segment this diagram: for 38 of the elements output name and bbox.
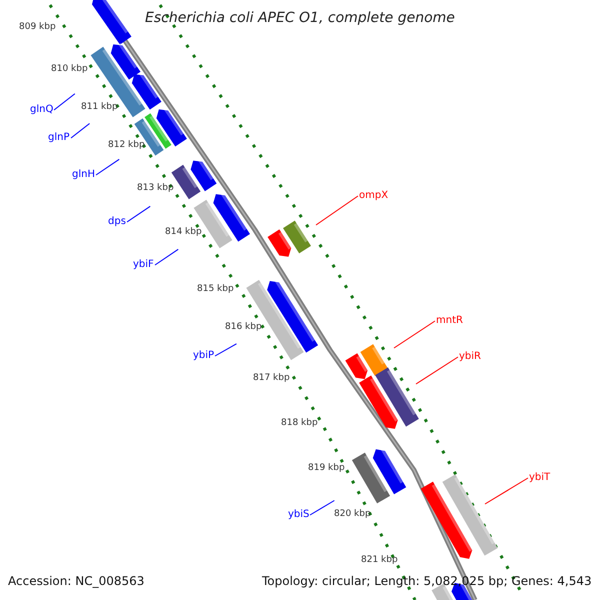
position-label: 821 kbp xyxy=(361,556,398,564)
gene-label: mntR xyxy=(436,316,463,326)
gene-label: ybiP xyxy=(193,351,214,361)
gene-label: ybiR xyxy=(459,352,481,362)
leader-line xyxy=(96,158,120,176)
gene-label: ompX xyxy=(359,191,388,201)
gene-label: glnP xyxy=(48,133,70,143)
leader-line xyxy=(54,93,76,110)
leader-line xyxy=(310,500,335,516)
gene-label: ybiF xyxy=(133,260,154,270)
position-label: 815 kbp xyxy=(197,284,234,294)
leader-line xyxy=(316,196,358,226)
position-label: 816 kbp xyxy=(225,322,262,332)
gene-label: dps xyxy=(108,217,126,227)
leader-line xyxy=(154,248,179,266)
position-label: 810 kbp xyxy=(51,64,88,74)
genome-summary-text: Topology: circular; Length: 5,082,025 bp; Genes: 4,543 xyxy=(262,575,592,587)
gene-label: glnH xyxy=(72,170,95,180)
accession-text: Accession: NC_008563 xyxy=(8,575,144,587)
position-label: 819 kbp xyxy=(308,464,345,472)
leader-line xyxy=(70,123,90,138)
leader-line xyxy=(394,320,436,348)
position-label: 818 kbp xyxy=(281,418,318,428)
position-label: 809 kbp xyxy=(19,22,56,32)
position-label: 811 kbp xyxy=(81,102,118,112)
position-label: 820 kbp xyxy=(334,510,371,518)
position-label: 813 kbp xyxy=(137,184,174,192)
leader-line xyxy=(416,356,458,384)
title: Escherichia coli APEC O1, complete genome xyxy=(145,11,455,25)
leader-line xyxy=(126,206,151,222)
gene-label: ybiS xyxy=(288,510,310,520)
gene-label: glnQ xyxy=(30,105,54,115)
leader-line xyxy=(214,343,237,356)
position-label: 817 kbp xyxy=(253,374,290,382)
leader-line xyxy=(484,478,528,504)
gene-label: ybiT xyxy=(529,473,550,483)
position-label: 814 kbp xyxy=(165,228,202,236)
position-label: 812 kbp xyxy=(108,140,145,150)
